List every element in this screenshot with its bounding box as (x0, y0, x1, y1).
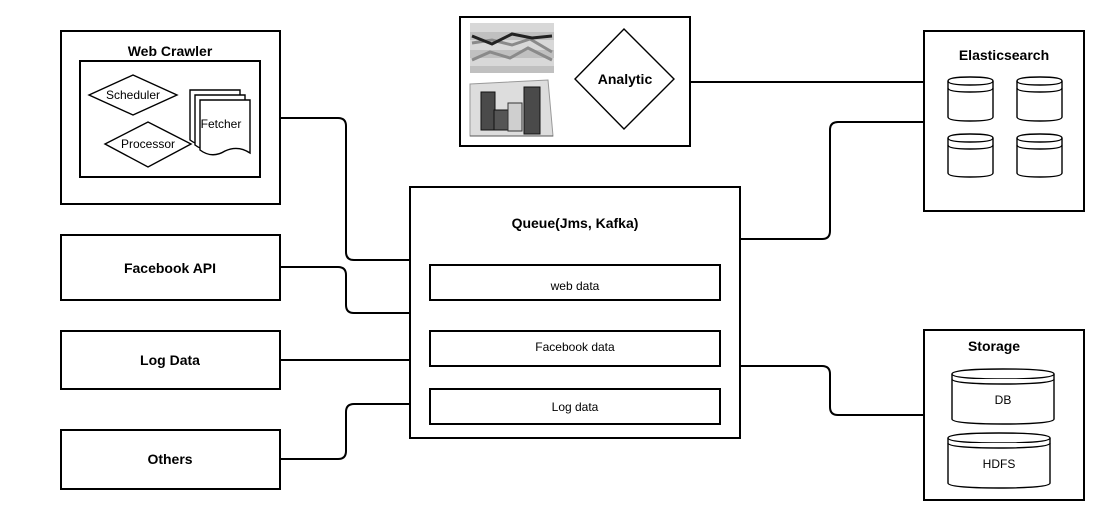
others-box (60, 429, 281, 490)
storage-title: Storage (968, 338, 1020, 354)
web-crawler-box: Web Crawler Scheduler Processor Fetcher (60, 30, 281, 205)
storage-box: Storage DB HDFS (923, 329, 1085, 501)
queue-item-web-data (429, 264, 721, 301)
hdfs-label: HDFS (983, 457, 1016, 471)
queue-item-log-data-label: Log data (552, 400, 599, 414)
fetcher-label: Fetcher (201, 117, 242, 131)
scheduler-diamond (87, 74, 179, 116)
log-data-box (60, 330, 281, 390)
facebook-api-label: Facebook API (124, 260, 216, 276)
connector-others-queue (280, 403, 410, 460)
queue-item-log-data (429, 388, 721, 425)
connector-facebook-queue (280, 266, 410, 314)
queue-item-facebook-data-label: Facebook data (535, 340, 615, 354)
analytic-box: Analytic (459, 16, 691, 147)
database-icon (947, 133, 994, 178)
db-cylinder-icon (951, 368, 1055, 425)
log-data-label: Log Data (140, 352, 200, 368)
analytic-diamond (574, 28, 675, 130)
elasticsearch-title: Elasticsearch (959, 47, 1049, 63)
db-label: DB (995, 393, 1012, 407)
connector-web-crawler-queue (280, 117, 410, 261)
processor-label: Processor (121, 137, 175, 151)
queue-item-web-data-label: web data (550, 279, 600, 293)
others-label: Others (147, 451, 192, 467)
connector-queue-elasticsearch (740, 121, 924, 240)
processor-diamond (103, 121, 193, 168)
bar-chart-icon (469, 79, 554, 137)
database-icon (1016, 76, 1063, 122)
connector-queue-storage (740, 365, 924, 416)
hdfs-cylinder-icon (947, 432, 1051, 489)
analytic-label: Analytic (598, 71, 653, 87)
elasticsearch-box: Elasticsearch (923, 30, 1085, 212)
line-chart-icon (470, 23, 554, 73)
database-icon (947, 76, 994, 122)
queue-item-facebook-data (429, 330, 721, 367)
scheduler-label: Scheduler (106, 88, 160, 102)
web-crawler-title: Web Crawler (128, 43, 213, 59)
facebook-api-box (60, 234, 281, 301)
fetcher-documents-icon (189, 89, 251, 156)
queue-title: Queue(Jms, Kafka) (512, 215, 639, 231)
database-icon (1016, 133, 1063, 178)
